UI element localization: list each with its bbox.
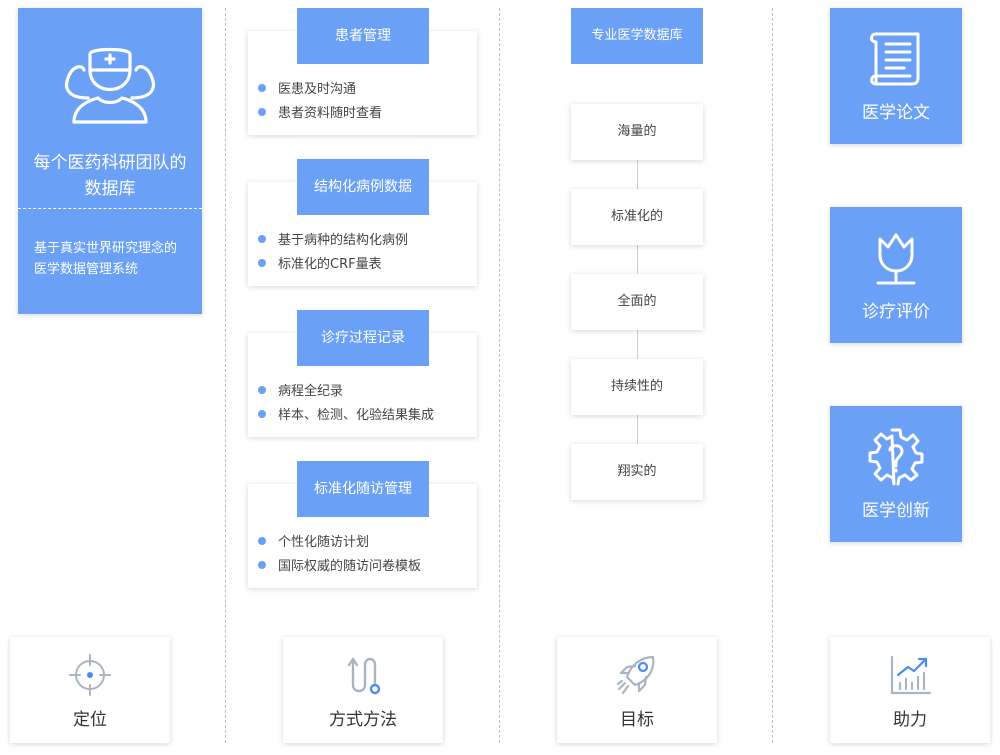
method-card-structured-case: 基于病种的结构化病例 标准化的CRF量表 bbox=[248, 182, 477, 286]
positioning-title: 每个医药科研团队的 数据库 bbox=[33, 153, 187, 199]
growth-chart-icon bbox=[890, 655, 932, 695]
paper-scroll-icon bbox=[870, 32, 920, 86]
nurse-team-icon bbox=[65, 47, 155, 124]
target-icon bbox=[69, 654, 111, 696]
bullet-dot bbox=[258, 108, 266, 116]
method-item: 样本、检测、化验结果集成 bbox=[258, 404, 434, 428]
bullet-dot bbox=[258, 84, 266, 92]
goal-item: 全面的 bbox=[571, 274, 703, 330]
bullet-dot bbox=[258, 235, 266, 243]
help-label: 医学创新 bbox=[862, 501, 930, 521]
path-icon bbox=[347, 657, 381, 695]
method-item: 医患及时沟通 bbox=[258, 78, 382, 102]
bottom-label: 定位 bbox=[73, 710, 107, 730]
method-title: 诊疗过程记录 bbox=[297, 310, 429, 366]
goal-item: 持续性的 bbox=[571, 359, 703, 415]
bullet-dot bbox=[258, 561, 266, 569]
goal-item: 标准化的 bbox=[571, 189, 703, 245]
positioning-separator bbox=[18, 208, 202, 209]
bottom-card-positioning: 定位 bbox=[10, 637, 170, 743]
positioning-description: 基于真实世界研究理念的 医学数据管理系统 bbox=[34, 241, 178, 277]
help-card-innovation: 医学创新 bbox=[830, 406, 962, 542]
help-label: 诊疗评价 bbox=[862, 302, 930, 322]
column-divider bbox=[772, 8, 773, 743]
bullet-dot bbox=[258, 259, 266, 267]
bottom-label: 助力 bbox=[893, 710, 927, 730]
help-card-evaluation: 诊疗评价 bbox=[830, 207, 962, 343]
rocket-icon bbox=[616, 655, 655, 695]
bullet-dot bbox=[258, 410, 266, 418]
method-item: 个性化随访计划 bbox=[258, 531, 421, 555]
method-item: 患者资料随时查看 bbox=[258, 102, 382, 126]
method-title: 结构化病例数据 bbox=[297, 159, 429, 215]
goal-item: 翔实的 bbox=[571, 444, 703, 500]
method-item: 国际权威的随访问卷模板 bbox=[258, 555, 421, 579]
help-label: 医学论文 bbox=[862, 103, 930, 123]
method-title: 患者管理 bbox=[297, 8, 429, 64]
column-divider bbox=[499, 8, 500, 743]
goal-item: 海量的 bbox=[571, 104, 703, 160]
bottom-label: 目标 bbox=[620, 710, 654, 730]
goal-title: 专业医学数据库 bbox=[571, 8, 703, 64]
method-item: 标准化的CRF量表 bbox=[258, 253, 408, 277]
bottom-label: 方式方法 bbox=[329, 710, 397, 730]
bottom-card-help: 助力 bbox=[830, 637, 990, 743]
method-item: 病程全纪录 bbox=[258, 380, 434, 404]
method-item: 基于病种的结构化病例 bbox=[258, 229, 408, 253]
bottom-card-methods: 方式方法 bbox=[283, 637, 443, 743]
column-divider bbox=[225, 8, 226, 743]
gear-innovation-icon bbox=[868, 428, 924, 486]
bottom-card-goals: 目标 bbox=[557, 637, 717, 743]
tulip-icon bbox=[876, 233, 916, 285]
help-card-paper: 医学论文 bbox=[830, 8, 962, 144]
method-card-treatment-record: 病程全纪录 样本、检测、化验结果集成 bbox=[248, 333, 477, 437]
positioning-card: 每个医药科研团队的 数据库 基于真实世界研究理念的 医学数据管理系统 bbox=[18, 8, 202, 314]
bullet-dot bbox=[258, 386, 266, 394]
bullet-dot bbox=[258, 537, 266, 545]
method-card-follow-up: 个性化随访计划 国际权威的随访问卷模板 bbox=[248, 484, 477, 588]
method-title: 标准化随访管理 bbox=[297, 461, 429, 517]
